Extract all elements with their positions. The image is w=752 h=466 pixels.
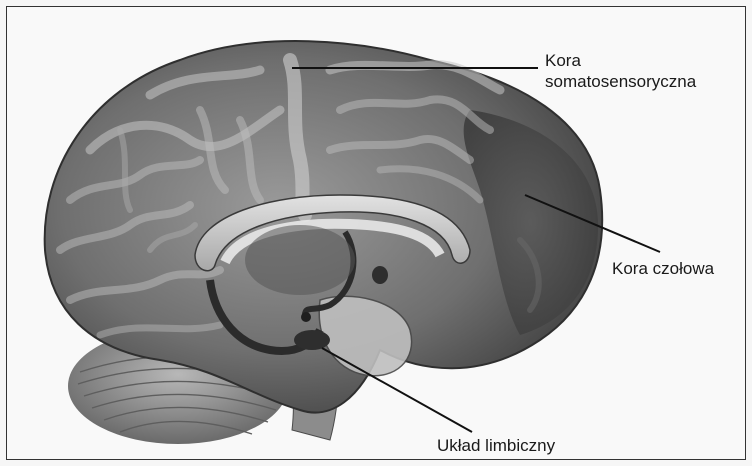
label-frontal-cortex: Kora czołowa	[612, 258, 714, 279]
label-somatosensory-cortex: Kora somatosensoryczna	[545, 50, 696, 92]
label-somatosensory-line1: Kora	[545, 50, 696, 71]
label-limbic-system: Układ limbiczny	[437, 435, 555, 456]
label-somatosensory-line2: somatosensoryczna	[545, 71, 696, 92]
